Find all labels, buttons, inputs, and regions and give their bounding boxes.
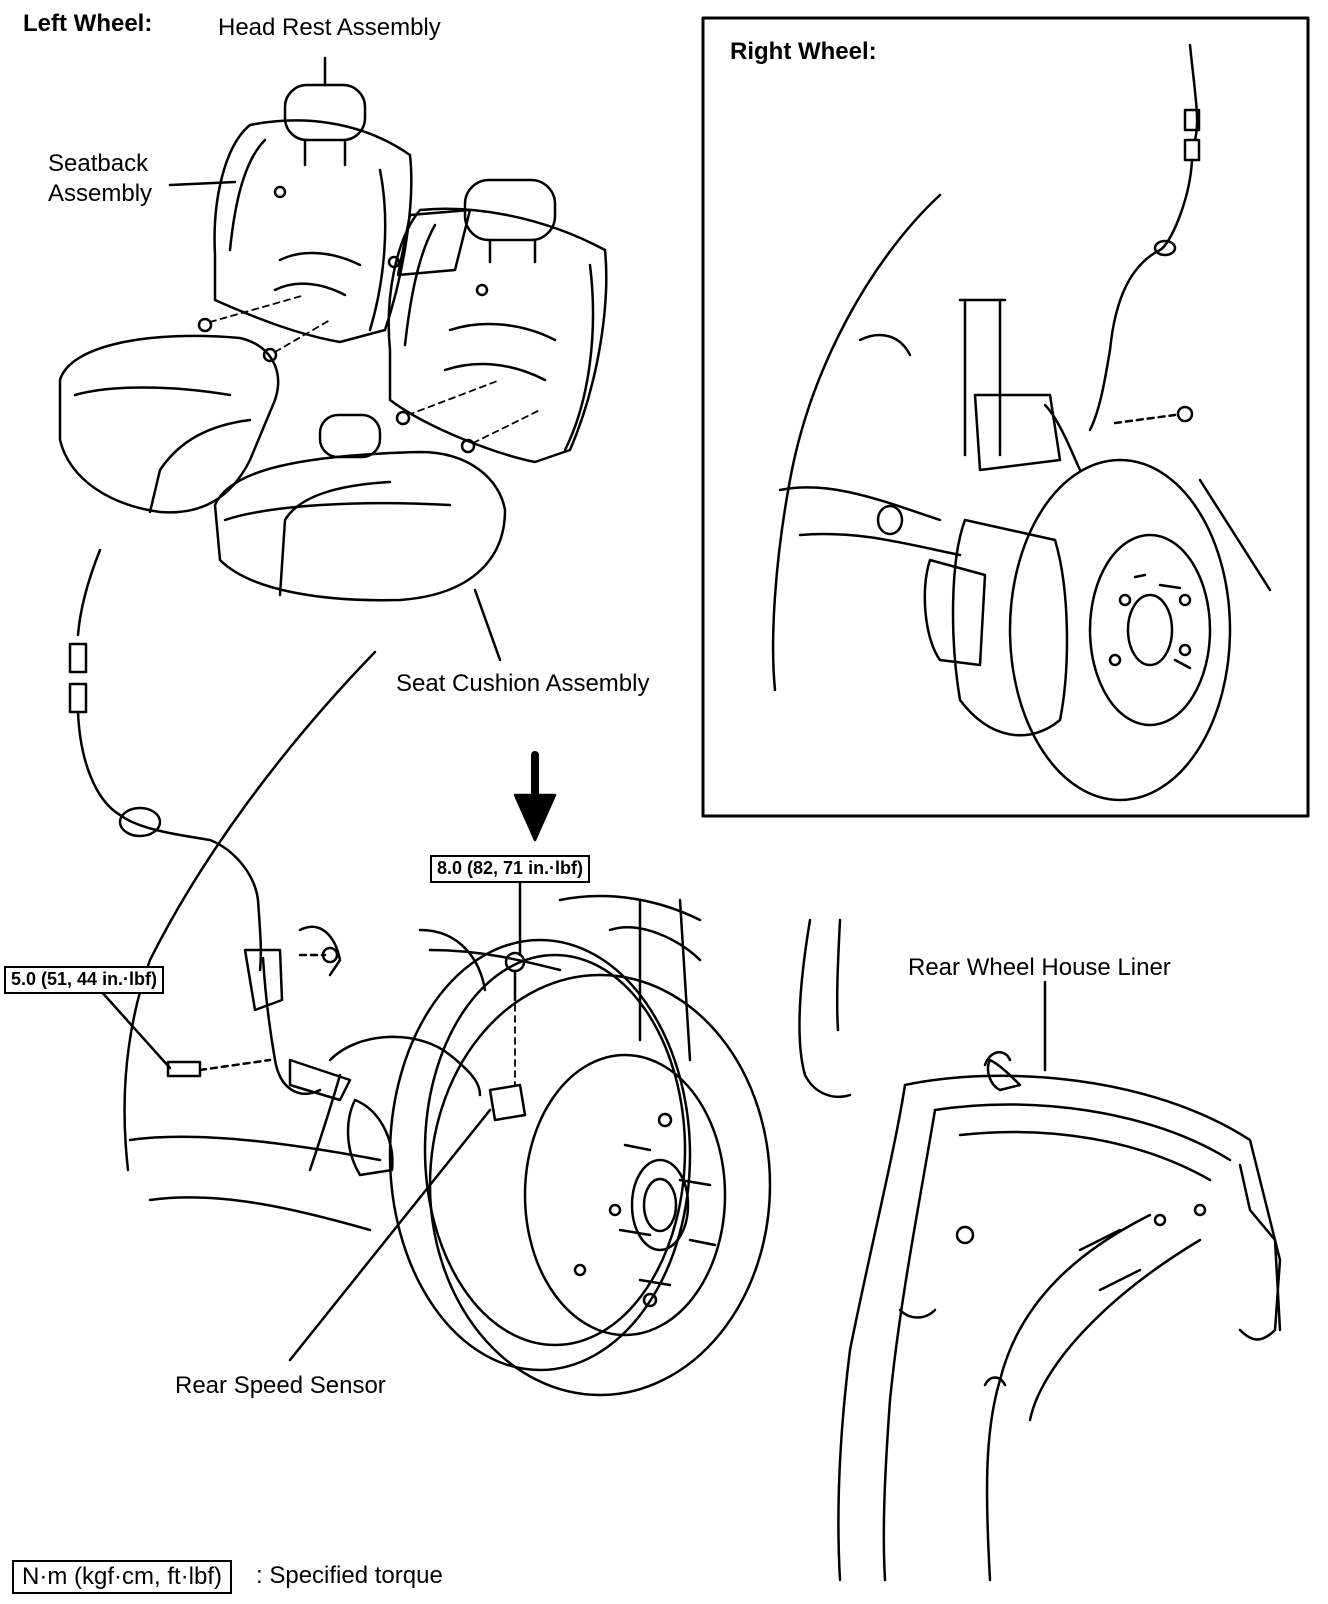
seat-cushion-assembly-label: Seat Cushion Assembly	[396, 670, 650, 697]
left-torque-leader	[98, 988, 172, 1070]
left-wheel-heading: Left Wheel:	[23, 10, 153, 37]
torque-unit-legend-box: N·m (kgf·cm, ft·lbf)	[12, 1560, 232, 1595]
right-wheel-heading: Right Wheel:	[730, 38, 877, 65]
seatback-leader	[168, 180, 237, 187]
right-wheel-illustration	[771, 43, 1272, 802]
seat-cushion-leader	[473, 588, 502, 662]
rear-wheel-house-liner-label: Rear Wheel House Liner	[908, 954, 1171, 981]
direction-arrow-head	[513, 793, 557, 842]
seat-illustration	[58, 83, 608, 602]
torque-value-upper: 8.0 (82, 71 in.·lbf)	[430, 855, 591, 883]
seatback-assembly-label-line2: Assembly	[48, 180, 153, 207]
right-wheel-inset-frame	[701, 16, 1310, 818]
rear-wheel-house-liner-illustration	[837, 1051, 1282, 1582]
head-rest-assembly-label: Head Rest Assembly	[218, 14, 441, 41]
rear-speed-sensor-label: Rear Speed Sensor	[175, 1372, 386, 1399]
seatback-assembly-label-line1: Seatback	[48, 150, 149, 177]
torque-legend-description: : Specified torque	[256, 1562, 443, 1589]
rear-speed-sensor-leader	[288, 1108, 492, 1362]
torque-value-left: 5.0 (51, 44 in.·lbf)	[4, 966, 165, 994]
